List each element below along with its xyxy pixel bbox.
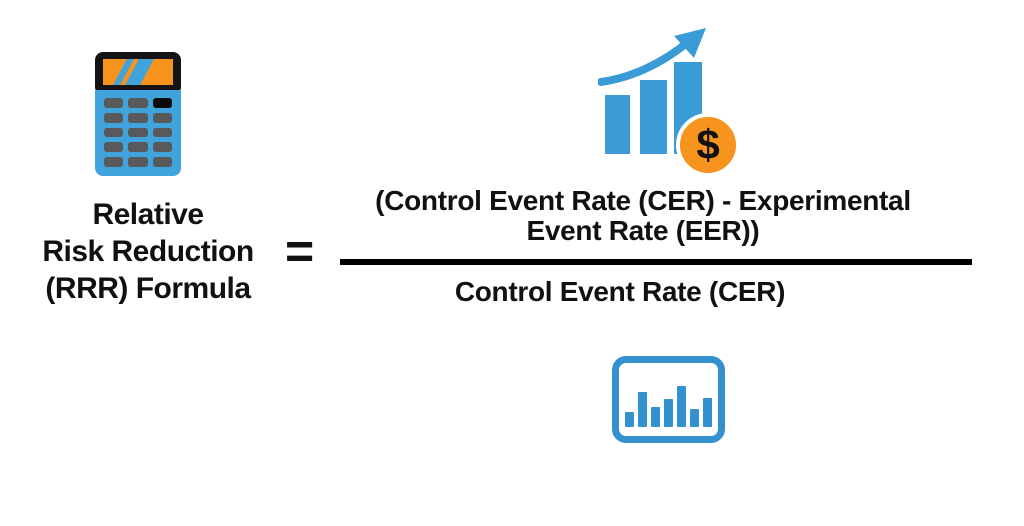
bar-chart-panel-icon <box>612 356 725 443</box>
calculator-button <box>104 142 124 153</box>
calculator-button <box>104 127 124 138</box>
calculator-button <box>152 112 172 123</box>
calculator-button <box>152 98 172 108</box>
panel-bar <box>664 399 673 427</box>
growth-bar <box>605 95 630 154</box>
formula-title-line: Risk Reduction <box>42 235 254 268</box>
calculator-button <box>128 127 148 138</box>
calculator-button <box>128 98 148 108</box>
numerator-line-2: Event Rate (EER)) <box>526 215 760 246</box>
upward-arrow-icon <box>598 28 706 86</box>
formula-title-line: (RRR) Formula <box>45 272 251 305</box>
calculator-button <box>152 142 172 153</box>
calculator-button <box>152 127 172 138</box>
formula-title-line: Relative <box>92 198 204 231</box>
calculator-keypad <box>95 90 181 176</box>
calculator-button <box>128 142 148 153</box>
panel-bar <box>625 412 634 427</box>
calculator-button <box>104 112 124 123</box>
calculator-icon <box>95 52 181 176</box>
panel-bar <box>703 398 712 427</box>
fraction-bar <box>340 259 972 265</box>
fraction-denominator: Control Event Rate (CER) <box>454 276 786 307</box>
panel-bar <box>651 407 660 427</box>
calculator-button <box>104 98 124 108</box>
growth-bar <box>640 80 667 154</box>
calculator-top <box>95 52 181 90</box>
panel-bar <box>690 409 699 427</box>
calculator-button <box>128 157 148 167</box>
calculator-screen <box>103 59 173 85</box>
calculator-button <box>104 157 124 167</box>
growth-chart-dollar-icon: $ <box>598 28 746 180</box>
formula-fraction: (Control Event Rate (CER) - Experimental… <box>340 186 972 307</box>
dollar-coin-icon: $ <box>676 113 740 177</box>
calculator-button <box>128 112 148 123</box>
fraction-numerator: (Control Event Rate (CER) - Experimental… <box>327 186 959 246</box>
equals-sign: = <box>285 223 315 279</box>
dollar-sign: $ <box>696 121 720 168</box>
panel-bar <box>677 386 686 427</box>
numerator-line-1: (Control Event Rate (CER) - Experimental <box>375 185 911 216</box>
calculator-button <box>152 157 172 167</box>
panel-bar <box>638 392 647 427</box>
formula-title: Relative Risk Reduction (RRR) Formula <box>18 196 278 307</box>
